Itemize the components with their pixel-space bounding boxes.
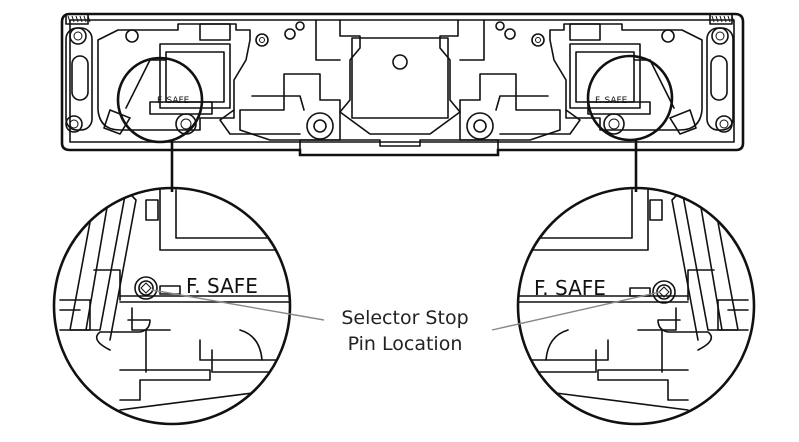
detail-left-fsafe-label: F. SAFE — [186, 274, 258, 298]
detail-right-fsafe-label: F. SAFE — [534, 276, 606, 300]
detail-circle-left — [52, 186, 292, 426]
top-housing-view: F. SAFE F. SAFE — [60, 12, 745, 157]
callout-line-2: Pin Location — [348, 333, 463, 355]
detail-circle-right — [516, 186, 756, 426]
top-fsafe-right-label: F. SAFE — [595, 96, 628, 106]
zoom-marker-left — [116, 56, 204, 144]
top-fsafe-left-label: F. SAFE — [157, 96, 190, 106]
zoom-marker-right — [586, 54, 674, 142]
callout-line-1: Selector Stop — [341, 307, 468, 329]
leader-line-left — [151, 289, 325, 321]
leader-line-right — [491, 291, 661, 331]
